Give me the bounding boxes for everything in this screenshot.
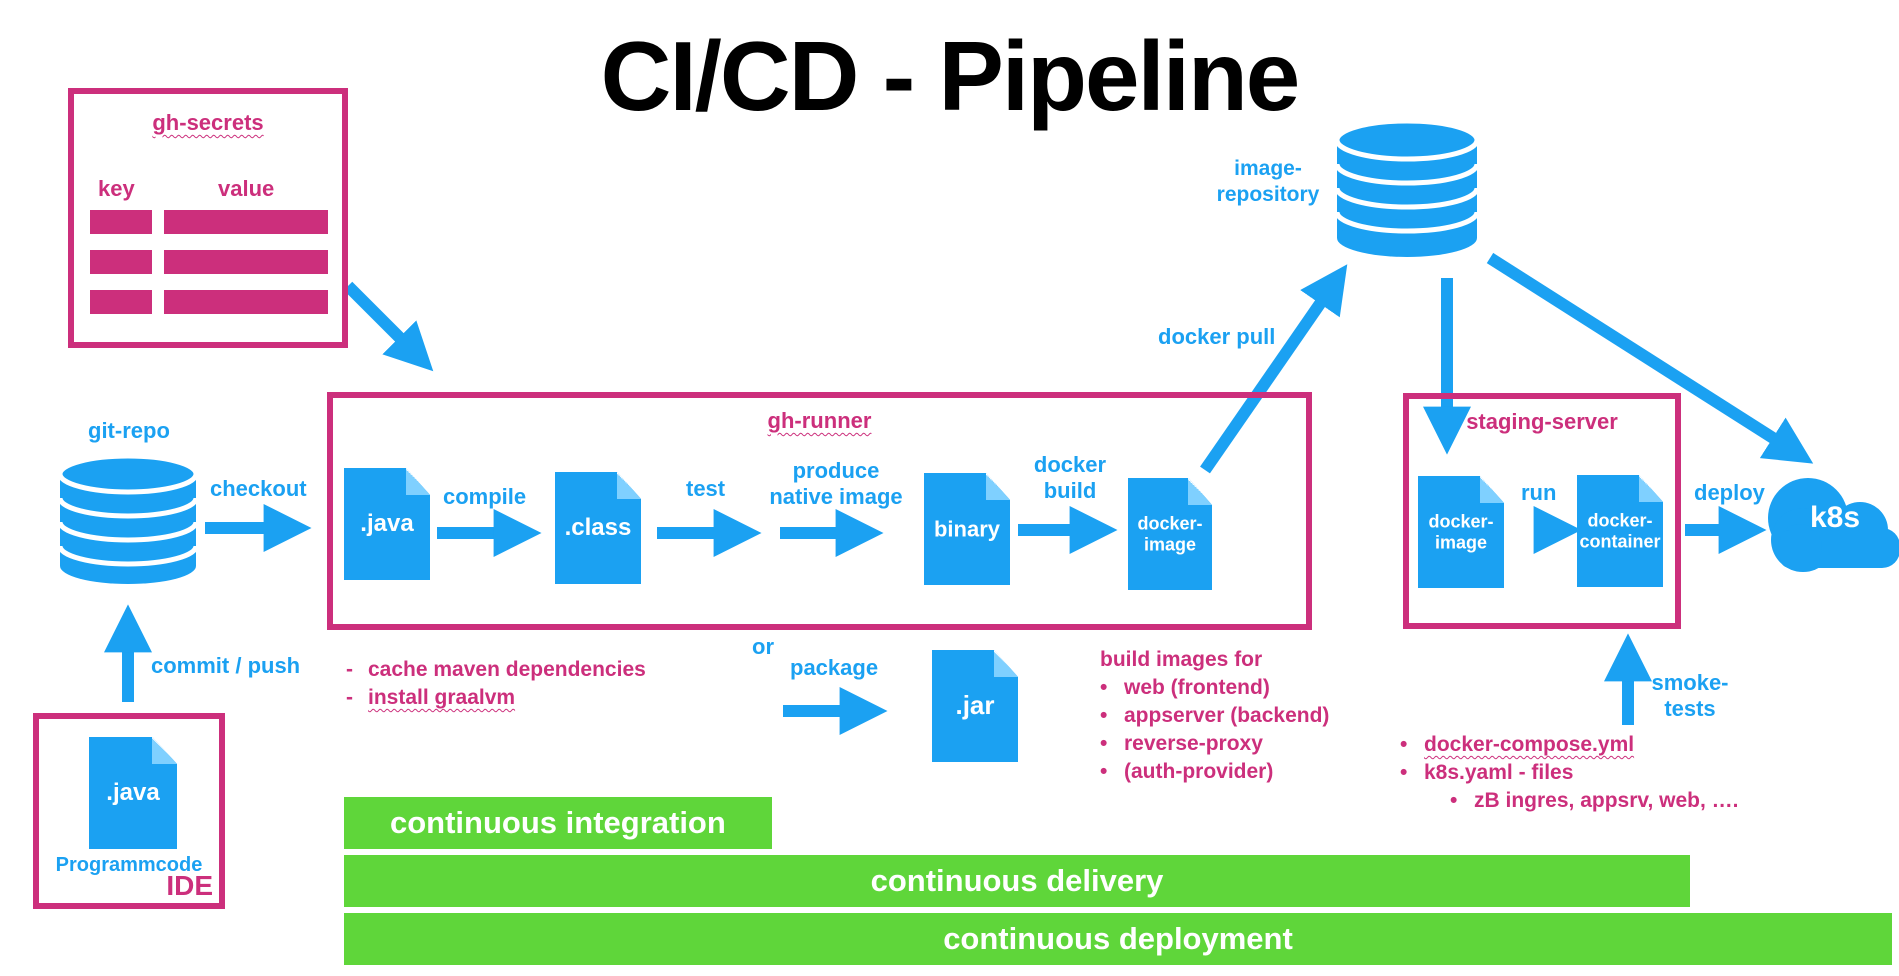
staging-file-item: docker-compose.yml (1424, 733, 1635, 756)
staging-docker-image-label: docker- image (1418, 511, 1504, 552)
arrow-secrets-to-runner (343, 281, 434, 372)
container-line2: container (1579, 531, 1661, 551)
build-image-item: (auth-provider) (1124, 760, 1274, 783)
runner-notes: -cache maven dependencies -install graal… (346, 656, 646, 712)
staging-server-title: staging-server (1466, 409, 1618, 434)
class-file-label: .class (564, 514, 632, 542)
runner-note-item: install graalvm (368, 686, 516, 709)
build-image-item: reverse-proxy (1124, 732, 1263, 755)
secret-key-row (90, 210, 152, 234)
produce-line2: native image (769, 484, 903, 509)
gh-runner-title: gh-runner (767, 408, 872, 433)
ide-label: IDE (166, 870, 213, 901)
build-image-item: web (frontend) (1124, 676, 1270, 699)
staging-image-line1: docker- (1428, 511, 1494, 532)
value-header: value (218, 176, 275, 201)
smoke-tests-line2: tests (1664, 696, 1716, 721)
staging-file-subitem: zB ingres, appsrv, web, …. (1474, 789, 1739, 812)
staging-files-list: •docker-compose.yml •k8s.yaml - files •z… (1400, 731, 1739, 815)
continuous-deployment-bar: continuous deployment (344, 913, 1892, 965)
image-repository-line1: image- (1234, 157, 1302, 180)
build-images-list: build images for •web (frontend) •appser… (1100, 646, 1329, 786)
ide-box: .java Programmcode IDE (33, 713, 225, 909)
java-file-icon: .java (344, 468, 430, 580)
continuous-integration-bar: continuous integration (344, 797, 772, 849)
package-label: package (790, 655, 879, 680)
programmcode-label: Programmcode (55, 854, 203, 876)
staging-server-box: staging-server (1403, 393, 1681, 629)
page-title: CI/CD - Pipeline (600, 21, 1301, 131)
image-repository-database-icon (1334, 118, 1480, 257)
class-file-icon: .class (555, 472, 641, 584)
secret-value-row (164, 210, 328, 234)
binary-file-icon: binary (924, 473, 1010, 585)
image-repository-line2: repository (1216, 183, 1320, 206)
binary-file-label: binary (933, 516, 1001, 542)
commit-push-label: commit / push (151, 653, 301, 678)
gh-secrets-box: gh-secrets key value (68, 88, 348, 348)
docker-container-label: docker- container (1577, 510, 1663, 551)
docker-pull-label: docker pull (1158, 324, 1276, 349)
k8s-label: k8s (1809, 501, 1861, 534)
docker-build-line1: docker (1033, 452, 1107, 477)
staging-docker-image-icon: docker- image (1418, 476, 1504, 588)
k8s-cloud-icon (1768, 478, 1899, 572)
continuous-delivery-bar: continuous delivery (344, 855, 1690, 907)
compile-label: compile (443, 484, 527, 509)
jar-file-icon: .jar (932, 650, 1018, 762)
docker-image-file-icon: docker- image (1128, 478, 1212, 590)
or-label: or (752, 634, 774, 659)
secret-value-row (164, 250, 328, 274)
docker-image-file-label: docker- image (1128, 513, 1212, 554)
run-label: run (1521, 480, 1557, 505)
secret-key-row (90, 250, 152, 274)
docker-container-icon: docker- container (1577, 475, 1663, 587)
docker-build-label: docker build (1030, 452, 1110, 504)
secret-key-row (90, 290, 152, 314)
git-repo-label: git-repo (88, 418, 170, 443)
arrow-repo-to-k8s (1486, 252, 1814, 464)
jar-file-label: .jar (955, 690, 995, 721)
smoke-tests-line1: smoke- (1651, 670, 1729, 695)
java-source-file-icon: .java (89, 737, 177, 849)
image-repository-label: image- repository (1200, 156, 1336, 208)
key-header: key (98, 176, 135, 201)
deploy-label: deploy (1694, 480, 1765, 505)
secret-value-row (164, 290, 328, 314)
gh-secrets-title: gh-secrets (152, 110, 264, 135)
runner-note-item: cache maven dependencies (368, 658, 646, 681)
test-label: test (686, 476, 726, 501)
java-file-label: .java (360, 510, 414, 538)
build-images-title: build images for (1100, 648, 1263, 671)
java-source-file-label: .java (106, 779, 160, 807)
container-line1: docker- (1587, 510, 1653, 531)
docker-build-line2: build (1043, 478, 1097, 503)
gh-runner-box: gh-runner (327, 392, 1312, 630)
docker-image-line2: image (1143, 534, 1197, 554)
produce-line1: produce (792, 458, 880, 483)
build-image-item: appserver (backend) (1124, 704, 1330, 727)
smoke-tests-label: smoke- tests (1640, 670, 1740, 722)
produce-native-image-label: produce native image (768, 458, 904, 510)
docker-image-line1: docker- (1137, 513, 1203, 534)
staging-file-item: k8s.yaml - files (1424, 761, 1574, 784)
checkout-label: checkout (210, 476, 307, 501)
git-repo-database-icon (57, 453, 199, 584)
arrow-docker-pull (1200, 264, 1348, 474)
staging-image-line2: image (1434, 532, 1488, 552)
